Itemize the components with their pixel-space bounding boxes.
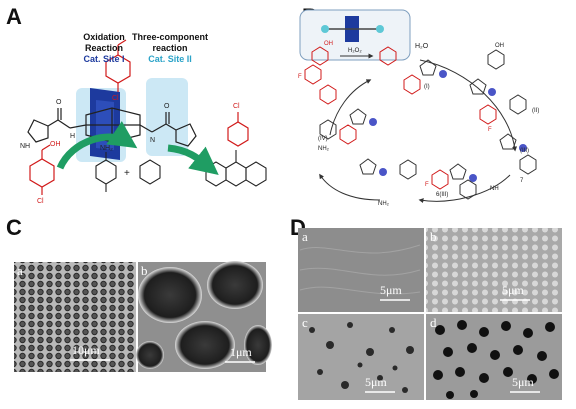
site2-title-1: Three-component xyxy=(132,32,208,42)
panel-a-scheme: Oxidation Reaction Cat. Site I Three-com… xyxy=(20,32,267,205)
f-label-1: F xyxy=(298,74,302,80)
oh-b-label: OH xyxy=(495,43,504,49)
green-arrow-right xyxy=(167,144,219,175)
n-label-right: N xyxy=(150,137,155,144)
intermediate-6: 6(III) xyxy=(436,192,448,198)
sem-d-b xyxy=(426,228,562,312)
sub-label-c-a: a xyxy=(17,263,23,278)
sub-label-c-b: b xyxy=(141,263,148,278)
sub-label-d-d: d xyxy=(430,315,437,330)
panel-b-catalytic-cycle: H₂O₂ OH H₂O OH F F xyxy=(298,9,539,207)
oh-label: OH xyxy=(50,141,61,148)
plus-sign: + xyxy=(124,168,130,179)
cl-label-left: Cl xyxy=(37,198,44,205)
scale-d-d: 5μm xyxy=(512,375,534,389)
cl-label-right: Cl xyxy=(233,103,240,110)
sub-label-d-c: c xyxy=(302,315,308,330)
site1-title-1: Oxidation xyxy=(83,32,125,42)
panel-letter-a: A xyxy=(6,4,22,29)
f-label-3: F xyxy=(425,182,429,188)
scale-d-c: 5μm xyxy=(365,375,387,389)
sub-label-d-b: b xyxy=(430,229,437,244)
scale-d-a: 5μm xyxy=(380,283,402,297)
intermediate-1: (I) xyxy=(424,84,430,90)
cl-label-top: Cl xyxy=(112,95,119,102)
green-arrow-left xyxy=(56,121,138,170)
site2-highlight xyxy=(146,78,188,156)
nh2-label: NH₂ xyxy=(100,145,113,152)
h-label-amide: H xyxy=(70,133,75,140)
h2o-label: H₂O xyxy=(415,43,429,50)
o-label-right: O xyxy=(164,103,170,110)
intermediate-5: 7 xyxy=(520,178,524,184)
site1-label: Cat. Site I xyxy=(83,54,124,64)
site1-title-2: Reaction xyxy=(85,43,123,53)
site2-label: Cat. Site II xyxy=(148,54,192,64)
h2o2-label: H₂O₂ xyxy=(348,48,362,54)
panel-letter-c: C xyxy=(6,215,22,240)
o-label-left: O xyxy=(56,99,62,106)
scale-c-a: 10μm xyxy=(72,343,100,357)
intermediate-4: (IV) xyxy=(318,136,328,142)
nh2-b-label: NH₂ xyxy=(378,201,390,207)
intermediate-3: (III) xyxy=(520,148,529,154)
sem-d-a xyxy=(298,228,424,312)
intermediate-2: (II) xyxy=(532,108,539,114)
scale-d-b: 5μm xyxy=(502,283,524,297)
sem-d-c xyxy=(298,314,424,400)
nh-label-left: NH xyxy=(20,143,30,150)
nh2-b-label-2: NH₂ xyxy=(318,146,330,152)
site2-title-2: reaction xyxy=(152,43,187,53)
scale-c-b: 1μm xyxy=(230,345,252,359)
nh-b-label: NH xyxy=(490,186,499,192)
sub-label-d-a: a xyxy=(302,229,308,244)
oh-inset-label: OH xyxy=(324,41,333,47)
sem-c-a xyxy=(14,262,136,372)
f-label-2: F xyxy=(488,127,492,133)
